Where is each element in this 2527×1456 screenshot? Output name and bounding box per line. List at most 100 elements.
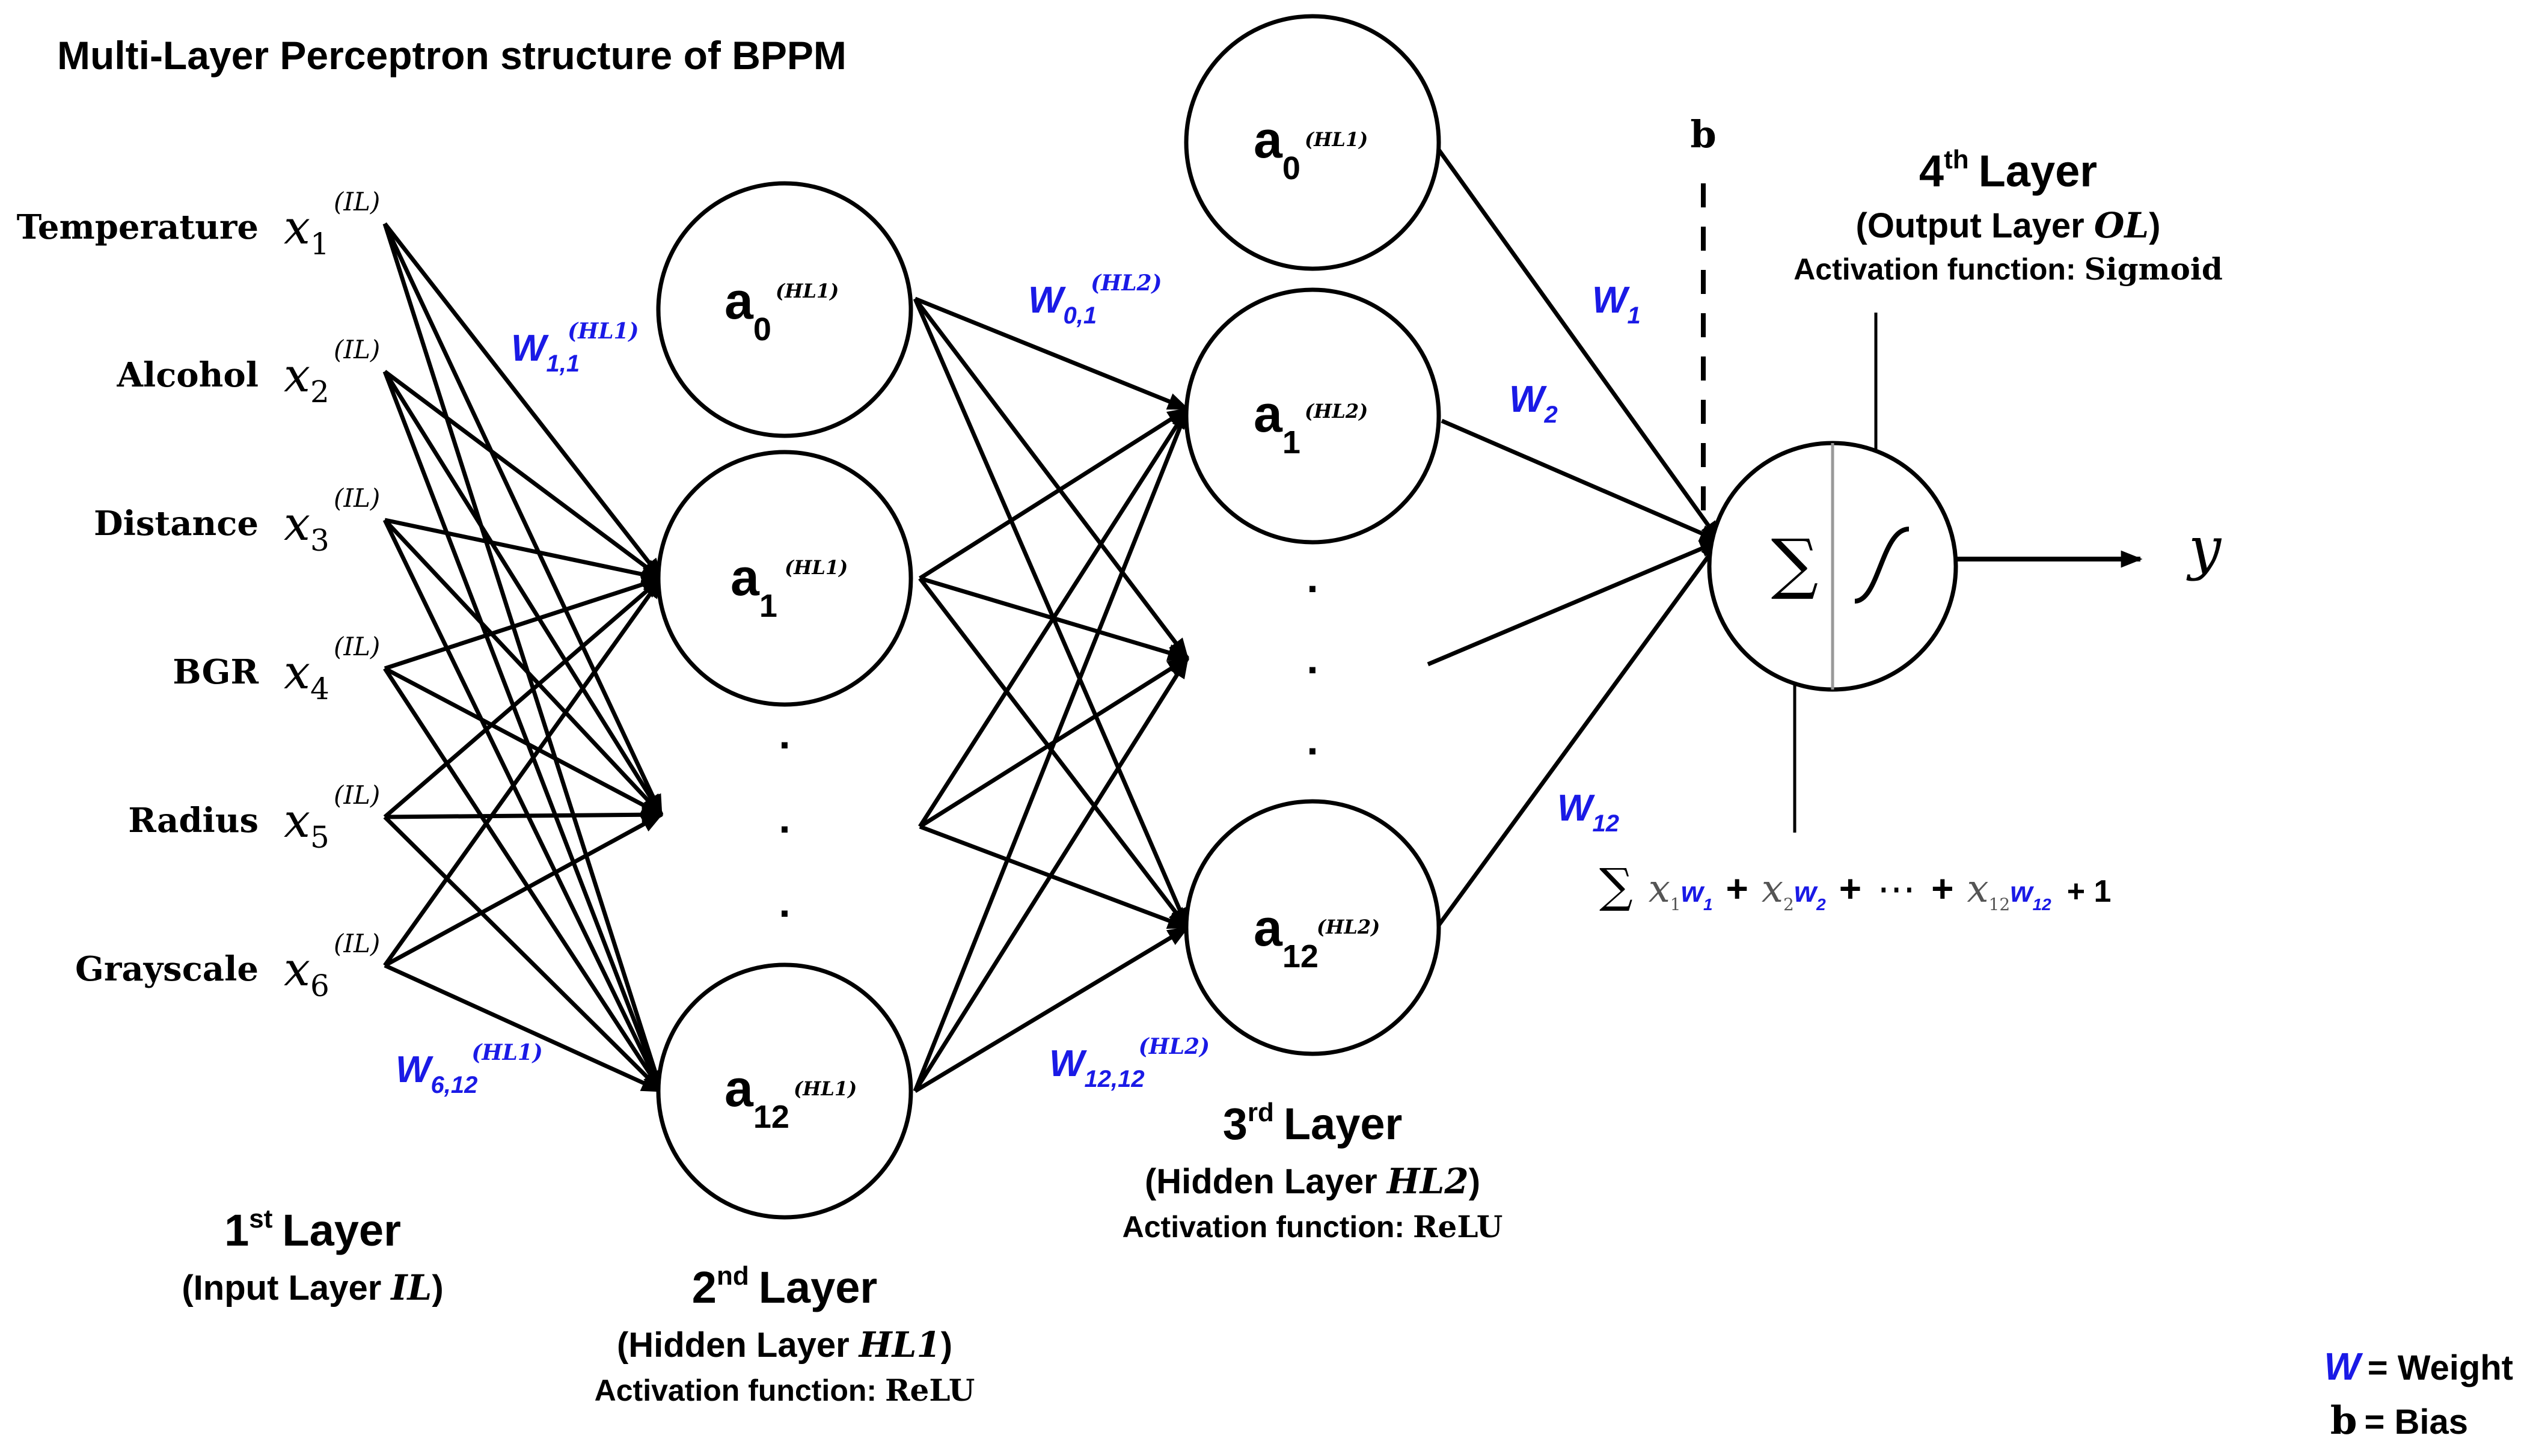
legend: W= Weight b= Bias: [2324, 1345, 2513, 1443]
weight-labels: W1,1(HL1) W6,12(HL1) W0,1(HL2) W12,12(HL…: [396, 271, 1641, 1098]
input-var: x3: [284, 497, 329, 558]
hl1-to-hl2-edge: [918, 577, 1189, 929]
input-label: BGR: [173, 652, 259, 692]
input-sup: (IL): [334, 780, 380, 810]
hl1-to-hl2-edge: [914, 296, 1190, 411]
hl1-node-1: a1 (HL1): [656, 450, 913, 707]
ellipsis-dot: .: [779, 879, 790, 926]
hidden-layer-2: a0 (HL1) a1 (HL2) a12 (HL2) . . .: [1184, 14, 1441, 1056]
hl1-node-12: a12 (HL1): [656, 962, 913, 1220]
output-neuron: ∑: [1707, 441, 1958, 692]
weight-w1212: W12,12(HL2): [1049, 1034, 1210, 1092]
input-to-hl1-edge: [382, 370, 664, 1094]
input-alcohol: Alcohol x2 (IL): [116, 335, 380, 409]
input-sup: (IL): [334, 187, 380, 216]
weight-w01: W0,1(HL2): [1028, 271, 1162, 329]
node-sup: (HL1): [794, 1077, 857, 1100]
activation-label: Activation function: ReLU: [1123, 1209, 1503, 1244]
ellipsis-dot: .: [1306, 635, 1318, 682]
input-sup: (IL): [334, 483, 380, 513]
hl2-to-output-edge: [1435, 539, 1721, 929]
weight-w2: W2: [1509, 379, 1558, 428]
layer-subtitle: (Input Layer IL): [182, 1267, 443, 1308]
node-circle: [1184, 799, 1441, 1056]
input-to-hl1-edge: [382, 519, 664, 1094]
node-label: a0: [1254, 111, 1300, 186]
input-label: Distance: [94, 504, 259, 543]
input-to-hl1-edge: [384, 518, 664, 583]
connection-lines: [382, 145, 2143, 1094]
input-var: x1: [284, 201, 329, 262]
input-distance: Distance x3 (IL): [94, 483, 380, 558]
ellipsis-dot: .: [779, 795, 790, 842]
hl1-to-hl2-edge: [913, 297, 1189, 660]
hl2-to-output-edge: [1427, 539, 1722, 667]
node-circle: [1184, 287, 1441, 545]
hl1-to-hl2-edge: [918, 406, 1189, 828]
input-sup: (IL): [334, 632, 380, 661]
input-var: x5: [284, 794, 329, 855]
activation-label: Activation function: Sigmoid: [1793, 251, 2223, 287]
hl1-to-hl2-edge: [913, 298, 1190, 930]
input-to-hl1-edge: [383, 370, 663, 580]
input-to-hl1-edge: [383, 815, 663, 1093]
input-to-hl1-edge: [383, 370, 663, 817]
node-label: a1: [731, 549, 777, 624]
hl2-node-1: a1 (HL2): [1184, 287, 1441, 545]
node-circle: [656, 450, 913, 707]
weight-w1: W1: [1592, 280, 1641, 329]
ellipsis-dot: .: [1306, 554, 1318, 601]
node-label: a12: [724, 1060, 789, 1135]
layer-subtitle: (Output Layer OL): [1856, 205, 2161, 246]
hl1-to-hl2-edge: [919, 407, 1190, 580]
input-grayscale: Grayscale x6 (IL): [75, 929, 380, 1003]
input-layer: Temperature x1 (IL) Alcohol x2 (IL) Dist…: [17, 187, 381, 1003]
input-label: Temperature: [17, 207, 259, 247]
weight-w612: W6,12(HL1): [396, 1040, 543, 1098]
diagram-title: Multi-Layer Perceptron structure of BPPM: [57, 33, 847, 78]
node-label: a1: [1254, 385, 1300, 460]
input-to-hl1-edge: [382, 222, 664, 1094]
input-to-hl1-edge: [383, 577, 663, 967]
node-label: a12: [1254, 899, 1319, 974]
node-label: a0: [724, 272, 771, 347]
hl1-to-hl2-edge: [913, 656, 1189, 1092]
input-temperature: Temperature x1 (IL): [17, 187, 381, 262]
hl1-node-0: a0 (HL1): [656, 181, 913, 438]
input-sup: (IL): [334, 335, 380, 364]
node-sup: (HL2): [1317, 916, 1380, 938]
node-circle: [1184, 14, 1441, 271]
hl2-node-0: a0 (HL1): [1184, 14, 1441, 271]
sum-symbol: ∑: [1771, 525, 1819, 602]
input-var: x6: [284, 943, 329, 1003]
node-circle: [656, 962, 913, 1220]
hl1-to-hl2-edge: [914, 925, 1190, 1094]
legend-weight: W= Weight: [2324, 1345, 2513, 1388]
layer-subtitle: (Hidden Layer HL2): [1145, 1161, 1480, 1202]
input-to-hl1-edge: [383, 667, 663, 1094]
ellipsis-dot: .: [1306, 717, 1318, 763]
hl1-to-hl2-edge: [919, 824, 1190, 930]
input-to-hl1-edge: [384, 666, 664, 817]
ellipsis-dot: .: [779, 711, 790, 757]
node-sup: (HL2): [1305, 400, 1368, 423]
input-to-hl1-edge: [383, 222, 663, 580]
input-to-hl1-edge: [384, 576, 664, 671]
output-y: y: [2186, 515, 2222, 582]
input-bgr: BGR x4 (IL): [173, 632, 380, 706]
weight-w12: W12: [1557, 788, 1619, 837]
input-label: Alcohol: [116, 355, 259, 395]
input-label: Grayscale: [75, 949, 259, 989]
node-sup: (HL1): [776, 280, 839, 302]
weight-w11: W1,1(HL1): [511, 319, 639, 377]
input-to-hl1-edge: [382, 222, 664, 817]
input-to-hl1-edge: [383, 518, 663, 816]
